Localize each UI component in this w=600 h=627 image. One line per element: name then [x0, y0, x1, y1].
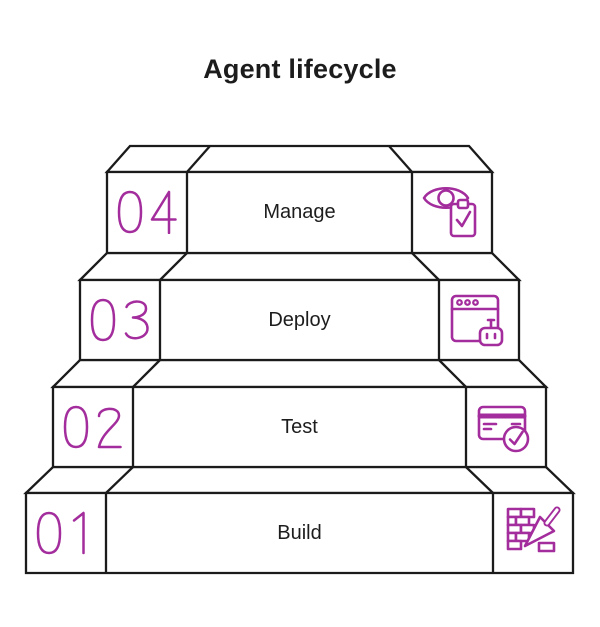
browser-robot-icon: [450, 294, 504, 347]
step-04-top-divider-right: [388, 145, 413, 173]
step-02-top-divider-right: [438, 359, 467, 388]
step-02: Test: [53, 387, 546, 467]
step-02-front-face: [51, 385, 548, 469]
step-04-top-divider-left: [186, 145, 211, 173]
eye-clipboard-icon: [422, 186, 477, 238]
step-03-top-face: [77, 251, 522, 282]
step-01-front-face: [24, 491, 575, 575]
step-03-number: [90, 298, 149, 342]
step-04-top-face: [104, 144, 495, 174]
step-02-top-face: [50, 358, 549, 389]
step-02-top-divider-left: [132, 359, 161, 388]
diagram-title: Agent lifecycle: [203, 54, 397, 84]
step-03-top-divider-left: [159, 252, 188, 281]
step-02-number: [63, 405, 122, 449]
test-card-check-icon: [477, 405, 530, 453]
step-01-top-divider-right: [465, 466, 494, 494]
step-03-label: Deploy: [268, 309, 331, 331]
step-01-top-divider-left: [105, 466, 134, 494]
brick-wall-trowel-icon: [506, 506, 561, 553]
step-04-label: Manage: [263, 201, 336, 223]
step-01-label: Build: [277, 522, 322, 544]
step-04-number: [117, 190, 177, 234]
step-04: Manage: [107, 172, 492, 253]
step-03: Deploy: [80, 280, 519, 360]
step-01: Build: [26, 493, 573, 573]
step-04-front-face: [105, 170, 494, 255]
step-01-top-face: [23, 465, 576, 495]
step-02-label: Test: [281, 416, 318, 438]
step-01-number: [36, 511, 85, 555]
step-03-top-divider-right: [411, 252, 440, 281]
step-03-front-face: [78, 278, 521, 362]
